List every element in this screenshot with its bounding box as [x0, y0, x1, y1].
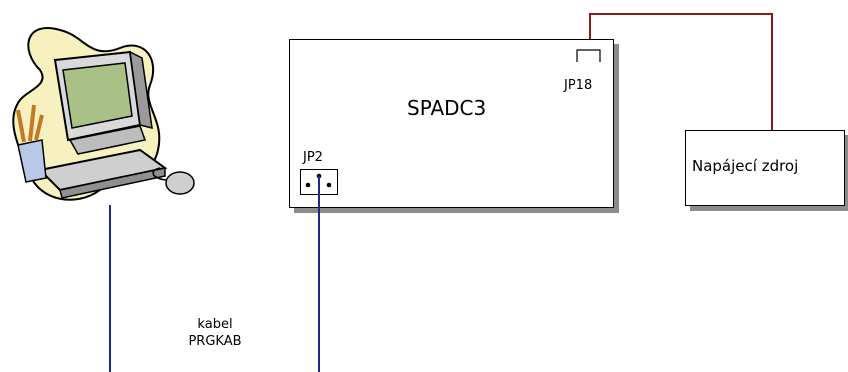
cable-label: kabel PRGKAB	[170, 316, 260, 350]
cable-label-line2: PRGKAB	[188, 334, 242, 349]
board-label: SPADC3	[407, 96, 487, 120]
power-supply-label: Napájecí zdroj	[692, 157, 799, 175]
computer-clipart-icon	[12, 27, 195, 201]
jp2-label: JP2	[303, 150, 323, 165]
power-supply-box	[685, 130, 845, 206]
jp18-label: JP18	[564, 78, 593, 93]
power-wire	[589, 13, 773, 130]
spadc3-board	[289, 39, 614, 208]
cable-label-line1: kabel	[197, 317, 233, 332]
